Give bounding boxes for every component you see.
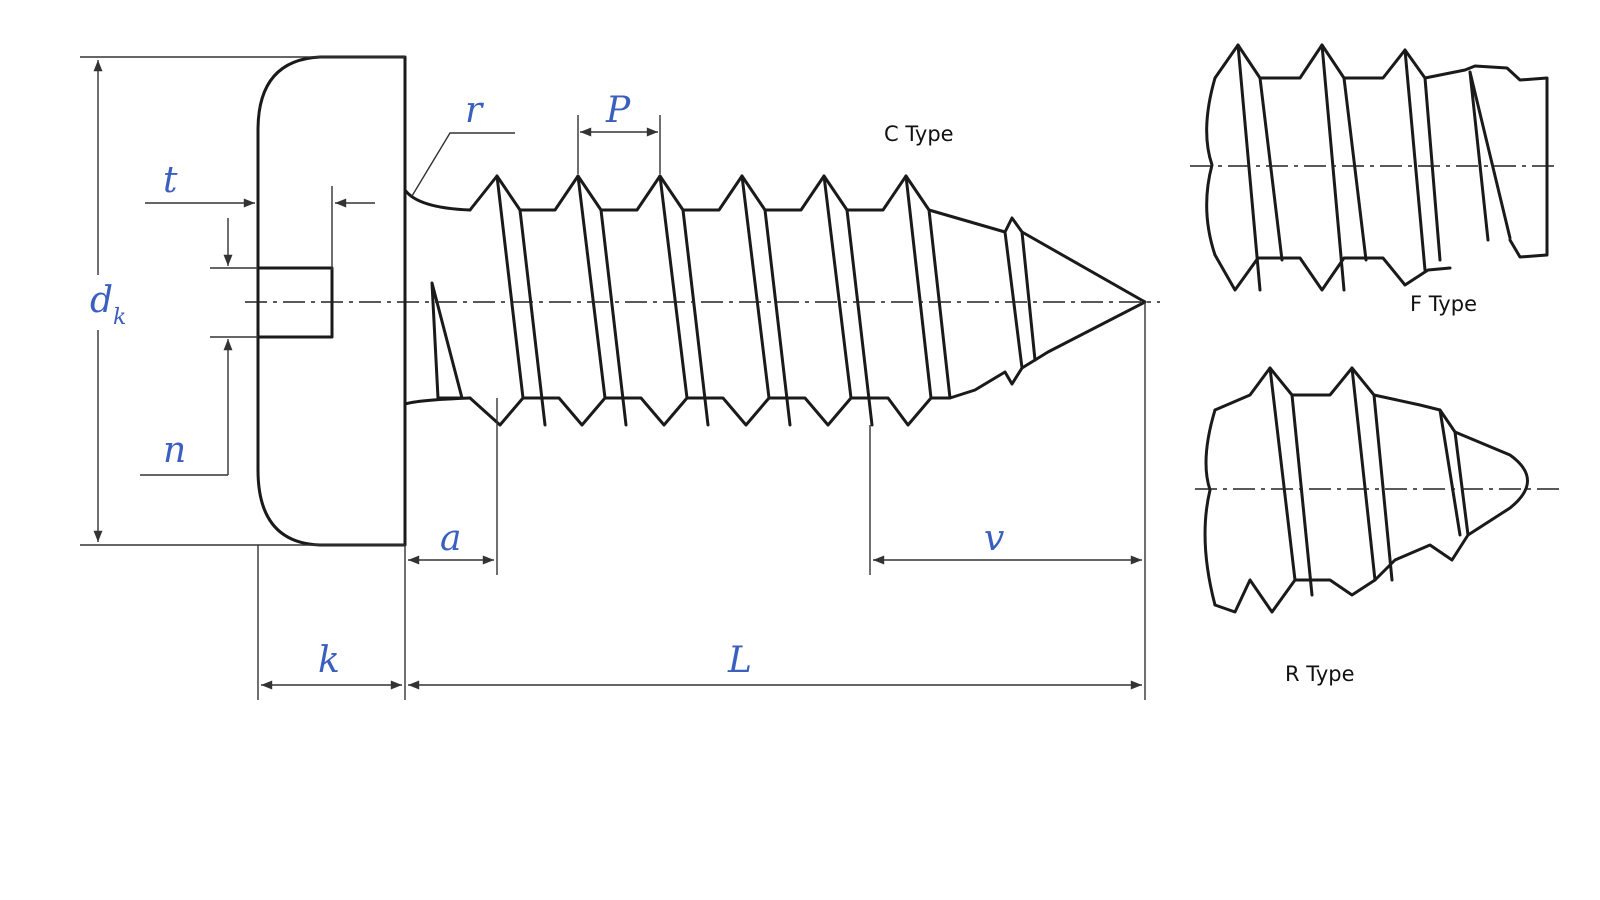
dim-label-l: L (727, 640, 752, 681)
dim-label-dk: d (90, 280, 113, 321)
caption-r-type: R Type (1285, 662, 1355, 686)
f-type-screw (1190, 43, 1560, 292)
r-type-screw (1195, 366, 1560, 614)
dimensions: d k t n r P a v k (80, 56, 1146, 700)
dim-label-n: n (163, 430, 186, 471)
dim-label-a: a (440, 518, 461, 559)
dim-label-t: t (163, 160, 178, 201)
caption-f-type: F Type (1410, 292, 1477, 316)
caption-c-type: C Type (884, 122, 954, 146)
thread-profile (430, 174, 1147, 427)
screw-head (256, 55, 407, 547)
c-type-screw (245, 55, 1160, 547)
dim-label-v: v (984, 518, 1004, 559)
dim-label-dk-sub: k (113, 305, 126, 330)
dim-label-r: r (465, 90, 484, 131)
shank-fillet (403, 188, 472, 212)
dim-label-k: k (318, 640, 340, 681)
dim-label-p: P (605, 90, 631, 131)
